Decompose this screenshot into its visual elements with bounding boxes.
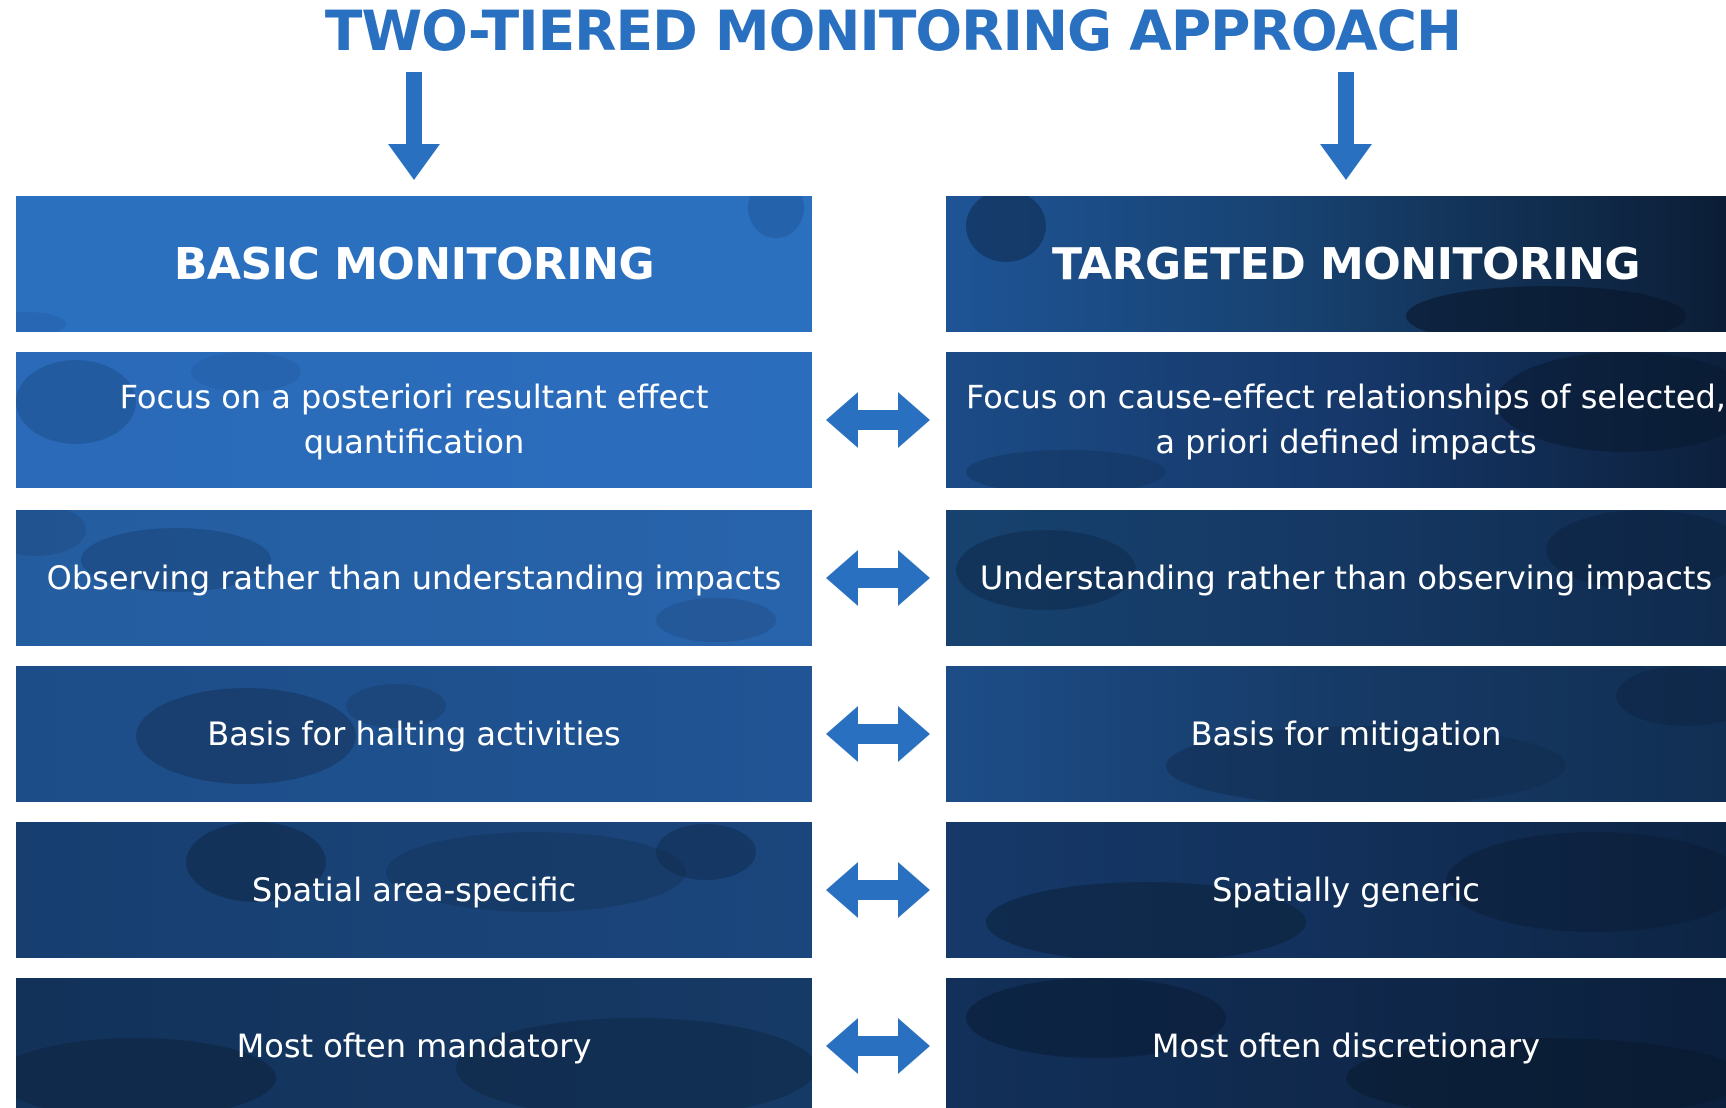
arrow-down-icon	[1320, 72, 1372, 180]
targeted-row-text: Most often discretionary	[1151, 1026, 1541, 1065]
basic-monitoring-header: BASIC MONITORING	[16, 196, 812, 332]
double-arrow-icon	[826, 1018, 930, 1074]
basic-row-text: Focus on a posteriori resultant effect q…	[119, 378, 709, 461]
targeted-row-3: Basis for mitigation	[946, 666, 1726, 802]
targeted-row-text: Understanding rather than observing impa…	[979, 558, 1713, 597]
basic-row-text: Observing rather than understanding impa…	[46, 558, 782, 597]
double-arrow-icon	[826, 706, 930, 762]
basic-row-text: Basis for halting activities	[207, 714, 621, 753]
basic-row-text: Spatial area-specific	[251, 870, 577, 909]
targeted-row-1: Focus on cause-effect relationships of s…	[946, 352, 1726, 488]
basic-row-3: Basis for halting activities	[16, 666, 812, 802]
targeted-row-text: Basis for mitigation	[1190, 714, 1502, 753]
diagram-title: TWO-TIERED MONITORING APPROACH	[324, 0, 1462, 63]
double-arrow-icon	[826, 862, 930, 918]
targeted-monitoring-title: TARGETED MONITORING	[1051, 238, 1641, 290]
targeted-row-4: Spatially generic	[946, 822, 1726, 958]
targeted-row-5: Most often discretionary	[946, 978, 1726, 1108]
basic-row-1: Focus on a posteriori resultant effect q…	[16, 352, 812, 488]
basic-row-4: Spatial area-specific	[16, 822, 812, 958]
basic-row-5: Most often mandatory	[16, 978, 812, 1108]
targeted-monitoring-header: TARGETED MONITORING	[946, 196, 1726, 332]
targeted-row-2: Understanding rather than observing impa…	[946, 510, 1726, 646]
targeted-row-text: Focus on cause-effect relationships of s…	[966, 378, 1726, 461]
double-arrow-icon	[826, 392, 930, 448]
arrow-down-icon	[388, 72, 440, 180]
basic-row-text: Most often mandatory	[236, 1026, 592, 1065]
basic-row-2: Observing rather than understanding impa…	[16, 510, 812, 646]
basic-monitoring-title: BASIC MONITORING	[173, 238, 655, 290]
double-arrow-icon	[826, 550, 930, 606]
targeted-row-text: Spatially generic	[1212, 870, 1480, 909]
